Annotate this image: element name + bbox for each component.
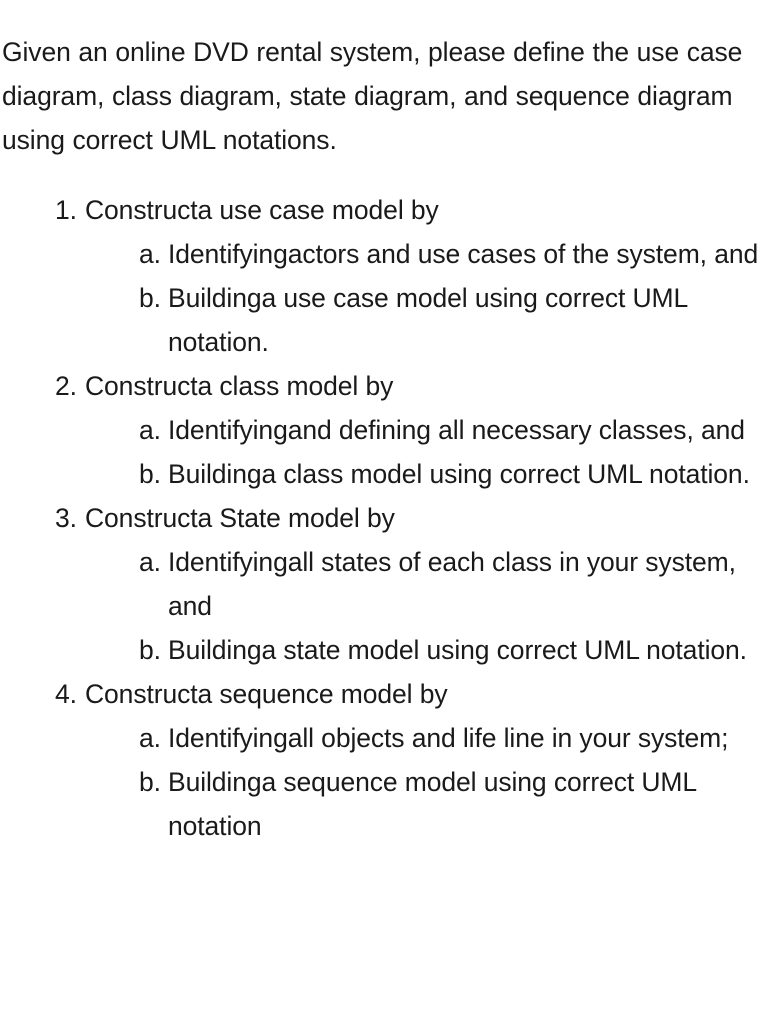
list-item-text: Identifyingand defining all necessary cl…: [168, 415, 745, 445]
list-item-text: Constructa sequence model by: [85, 679, 448, 709]
list-item-text: Identifyingall states of each class in y…: [168, 547, 736, 621]
list-marker: a.: [139, 415, 161, 445]
list-marker: 2.: [55, 371, 77, 401]
list-item: b. Buildinga class model using correct U…: [0, 452, 764, 496]
list-item-text: Identifyingall objects and life line in …: [168, 723, 729, 753]
list-item-text: Buildinga state model using correct UML …: [168, 635, 747, 665]
list-item: b. Buildinga use case model using correc…: [0, 276, 764, 364]
list-marker: a.: [139, 547, 161, 577]
list-item: b. Buildinga sequence model using correc…: [0, 760, 764, 848]
sub-list: a. Identifyingall objects and life line …: [0, 716, 764, 848]
list-marker: a.: [139, 239, 161, 269]
list-item-text: Buildinga use case model using correct U…: [168, 283, 688, 357]
sub-list: a. Identifyingand defining all necessary…: [0, 408, 764, 496]
list-item: 2. Constructa class model by a. Identify…: [0, 364, 764, 496]
list-marker: b.: [139, 767, 161, 797]
list-marker: b.: [139, 283, 161, 313]
list-item: 1. Constructa use case model by a. Ident…: [0, 188, 764, 364]
requirements-list: 1. Constructa use case model by a. Ident…: [0, 188, 764, 848]
list-item-text: Constructa use case model by: [85, 195, 439, 225]
list-item-text: Buildinga sequence model using correct U…: [168, 767, 697, 841]
list-item: a. Identifyingall states of each class i…: [0, 540, 764, 628]
list-item: a. Identifyingand defining all necessary…: [0, 408, 764, 452]
list-item: a. Identifyingactors and use cases of th…: [0, 232, 764, 276]
list-item: b. Buildinga state model using correct U…: [0, 628, 764, 672]
list-item-text: Identifyingactors and use cases of the s…: [168, 239, 759, 269]
list-marker: 3.: [55, 503, 77, 533]
list-marker: b.: [139, 459, 161, 489]
list-item-text: Constructa State model by: [85, 503, 395, 533]
list-item-text: Constructa class model by: [85, 371, 394, 401]
sub-list: a. Identifyingall states of each class i…: [0, 540, 764, 672]
list-marker: 1.: [55, 195, 77, 225]
list-item: 4. Constructa sequence model by a. Ident…: [0, 672, 764, 848]
document-page: Given an online DVD rental system, pleas…: [0, 27, 764, 1018]
list-marker: b.: [139, 635, 161, 665]
intro-paragraph: Given an online DVD rental system, pleas…: [2, 36, 743, 155]
list-item-text: Buildinga class model using correct UML …: [168, 459, 750, 489]
list-item: a. Identifyingall objects and life line …: [0, 716, 764, 760]
list-item: 3. Constructa State model by a. Identify…: [0, 496, 764, 672]
sub-list: a. Identifyingactors and use cases of th…: [0, 232, 764, 364]
list-marker: a.: [139, 723, 161, 753]
list-marker: 4.: [55, 679, 77, 709]
